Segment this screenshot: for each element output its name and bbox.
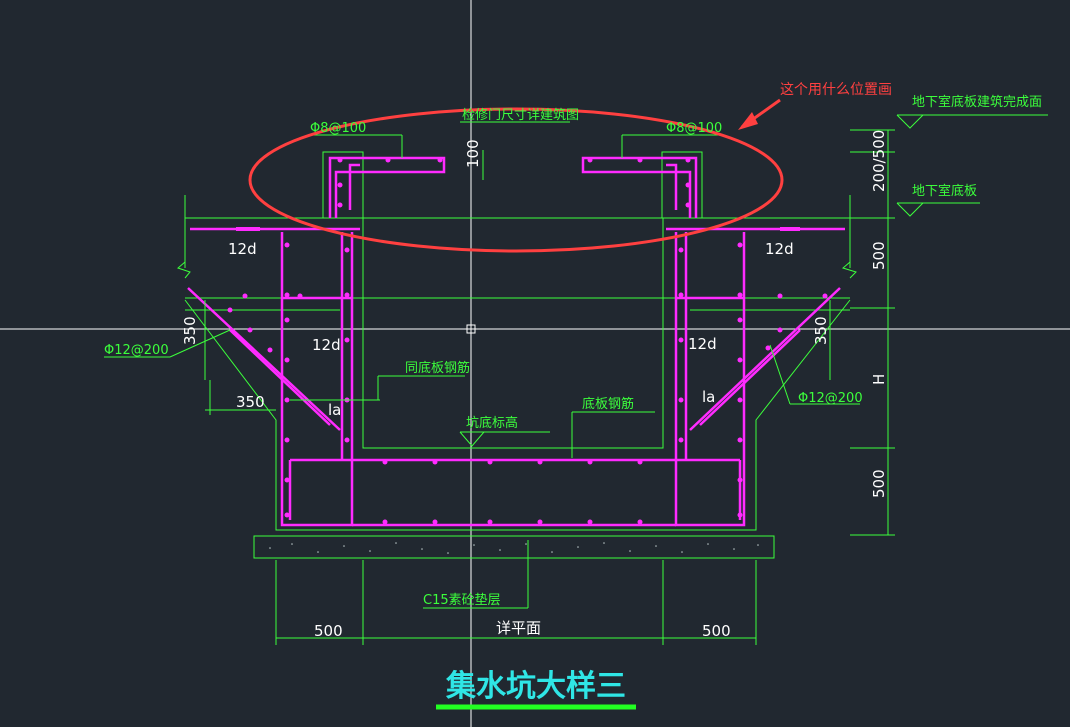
- dimension-lines: [104, 114, 1048, 645]
- dim-200-500-label: 200/500: [870, 130, 888, 192]
- dim-100-label: 100: [464, 139, 482, 168]
- left-slope-rebar-label: Φ12@200: [104, 343, 169, 358]
- callout-annotation: [248, 98, 784, 253]
- basement-slab-label: 地下室底板: [912, 183, 977, 199]
- callout-text: 这个用什么位置画: [780, 81, 892, 98]
- dim-500-left-label: 500: [314, 622, 343, 640]
- left-350-h-label: 350: [236, 393, 265, 411]
- pit-bottom-elev-label: 坑底标高: [466, 415, 518, 431]
- right-slope-rebar-label: Φ12@200: [798, 391, 863, 406]
- drawing-title: 集水坑大样三: [445, 669, 626, 704]
- right-12d-mid-label: 12d: [688, 335, 717, 353]
- left-350-v-label: 350: [181, 316, 199, 345]
- same-slab-rebar-label: 同底板钢筋: [405, 360, 470, 376]
- concrete-cushion-label: C15素砼垫层: [423, 592, 501, 608]
- rebar: [187, 156, 845, 527]
- la-left-label: la: [328, 401, 341, 419]
- la-right-label: la: [702, 388, 715, 406]
- callout-ellipse: [248, 107, 784, 253]
- dim-500-v-top-label: 500: [870, 241, 888, 270]
- annotations-text: 这个用什么位置画 检修门尺寸详建筑图 Φ8@100 Φ8@100 100 200…: [104, 81, 1042, 710]
- dim-500-right-label: 500: [702, 622, 731, 640]
- right-12d-top-label: 12d: [765, 240, 794, 258]
- left-12d-top-label: 12d: [228, 240, 257, 258]
- concrete-cushion: [253, 535, 775, 559]
- callout-arrowhead: [738, 112, 758, 130]
- left-12d-mid-label: 12d: [312, 336, 341, 354]
- structure-outline: [177, 151, 857, 531]
- rebar-right-top-label: Φ8@100: [666, 121, 722, 136]
- plan-detail-label: 详平面: [496, 619, 541, 637]
- dim-500-v-bottom-label: 500: [870, 469, 888, 498]
- slab-rebar-label: 底板钢筋: [582, 396, 634, 412]
- access-opening-label: 检修门尺寸详建筑图: [462, 107, 579, 123]
- dim-H-label: H: [870, 374, 888, 385]
- rebar-left-top-label: Φ8@100: [310, 121, 366, 136]
- right-350-v-label: 350: [812, 316, 830, 345]
- basement-finish-label: 地下室底板建筑完成面: [912, 94, 1042, 110]
- rebar-dots: [227, 157, 828, 525]
